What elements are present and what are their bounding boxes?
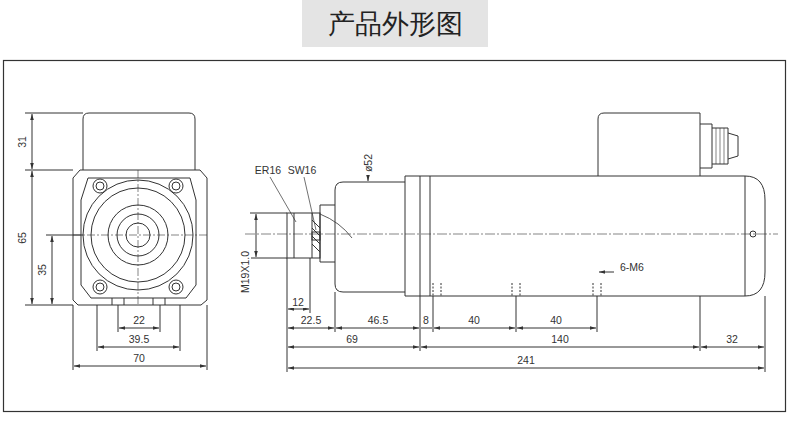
dimension-label: 12 bbox=[291, 296, 305, 308]
title-band: 产品外形图 bbox=[302, 0, 488, 47]
dimension-label: SW16 bbox=[287, 164, 318, 176]
dimension-label: 8 bbox=[422, 314, 430, 326]
dimension-label: 39.5 bbox=[128, 333, 150, 345]
dimension-label: 40 bbox=[467, 314, 481, 326]
dimension-label: 40 bbox=[549, 314, 563, 326]
dimension-label: 140 bbox=[550, 333, 570, 345]
dimension-label: 6-M6 bbox=[619, 261, 645, 273]
dimension-label: ø52 bbox=[362, 153, 374, 173]
dimension-label: 69 bbox=[345, 333, 359, 345]
dimension-label: 22 bbox=[132, 314, 146, 326]
dimension-label: 31 bbox=[16, 135, 28, 149]
dimension-label: ER16 bbox=[254, 164, 282, 176]
dimension-label: 70 bbox=[132, 352, 146, 364]
dimension-label: M19X1.0 bbox=[239, 250, 251, 294]
dimension-label: 22.5 bbox=[300, 314, 322, 326]
title: 产品外形图 bbox=[328, 6, 463, 42]
dimension-label: 32 bbox=[725, 333, 739, 345]
dimension-label: 65 bbox=[16, 231, 28, 245]
dimension-label: 241 bbox=[516, 354, 536, 366]
dimension-label: 46.5 bbox=[367, 314, 389, 326]
dimension-label: 35 bbox=[36, 263, 48, 277]
